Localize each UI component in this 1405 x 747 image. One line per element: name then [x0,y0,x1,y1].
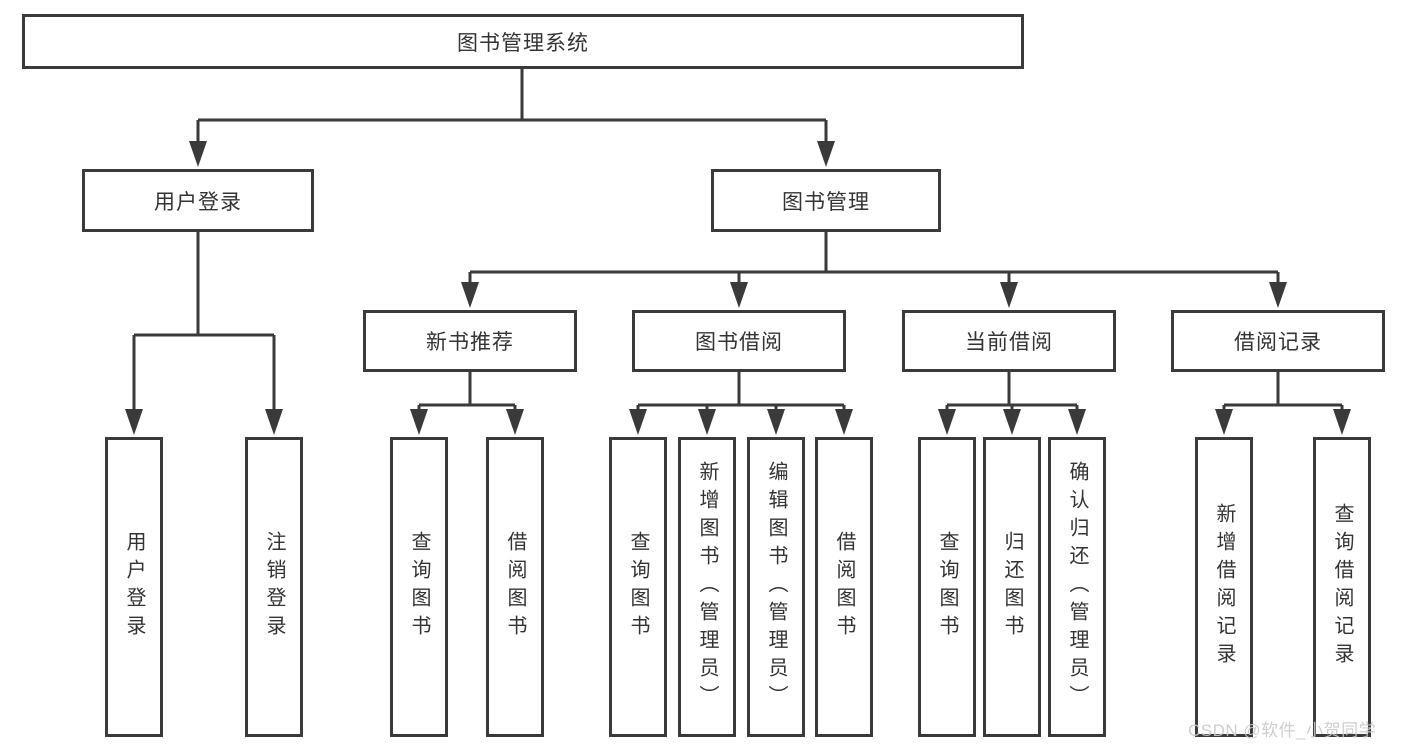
leaf-add-book-admin-label: 新增图书（管理员） [696,461,718,713]
leaf-logout: 注销登录 [245,437,303,737]
node-book-borrowing: 图书借阅 [632,310,846,372]
leaf-user-login: 用户登录 [105,437,163,737]
leaf-logout-label: 注销登录 [263,531,285,643]
node-current-borrowing: 当前借阅 [902,310,1116,372]
node-new-book-recommend: 新书推荐 [363,310,577,372]
node-book-management: 图书管理 [711,169,941,232]
leaf-return-books: 归还图书 [983,437,1041,737]
node-library-system: 图书管理系统 [22,14,1024,69]
leaf-confirm-return-admin: 确认归还（管理员） [1048,437,1106,737]
leaf-add-borrow-record-label: 新增借阅记录 [1213,503,1235,671]
leaf-borrow-books-recommend: 借阅图书 [486,437,544,737]
leaf-confirm-return-admin-label: 确认归还（管理员） [1066,461,1088,713]
leaf-query-books-recommend-label: 查询图书 [408,531,430,643]
leaf-borrow-books-recommend-label: 借阅图书 [504,531,526,643]
leaf-edit-book-admin-label: 编辑图书（管理员） [765,461,787,713]
leaf-add-borrow-record: 新增借阅记录 [1195,437,1253,737]
leaf-query-books-current-label: 查询图书 [936,531,958,643]
node-borrowing-records: 借阅记录 [1171,310,1385,372]
leaf-return-books-label: 归还图书 [1001,531,1023,643]
leaf-user-login-label: 用户登录 [123,531,145,643]
leaf-query-books-recommend: 查询图书 [390,437,448,737]
leaf-query-books-borrowing: 查询图书 [609,437,667,737]
node-user-login: 用户登录 [82,169,314,232]
csdn-watermark: CSDN @软件_小贺同学 [1188,721,1377,740]
leaf-edit-book-admin: 编辑图书（管理员） [747,437,805,737]
leaf-query-borrow-record: 查询借阅记录 [1313,437,1371,737]
leaf-borrow-books-label: 借阅图书 [833,531,855,643]
leaf-query-books-current: 查询图书 [918,437,976,737]
leaf-query-borrow-record-label: 查询借阅记录 [1331,503,1353,671]
leaf-add-book-admin: 新增图书（管理员） [678,437,736,737]
leaf-query-books-borrowing-label: 查询图书 [627,531,649,643]
leaf-borrow-books: 借阅图书 [815,437,873,737]
